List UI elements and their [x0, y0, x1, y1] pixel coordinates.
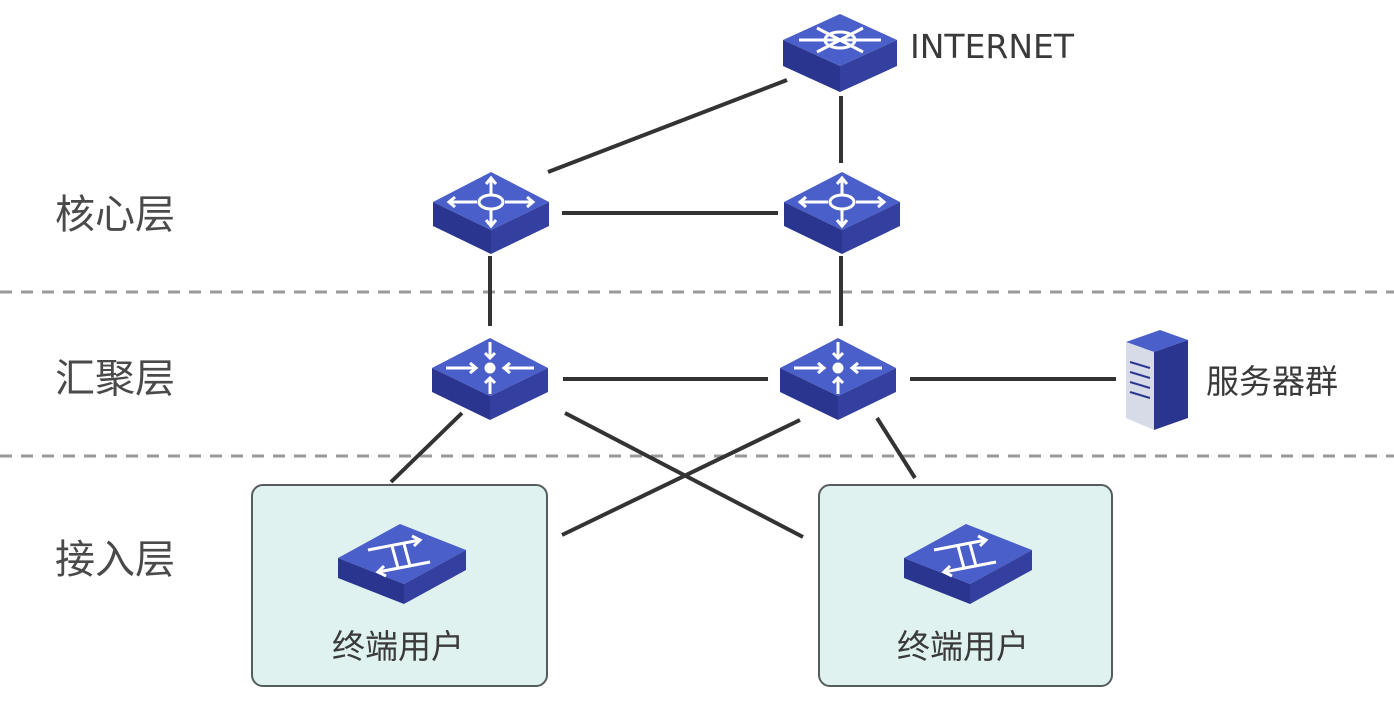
aggregation-switch-left-icon	[432, 338, 548, 420]
link-agg-right-access-left	[561, 418, 801, 537]
server-group-label: 服务器群	[1206, 362, 1338, 401]
link-agg-right-access-right	[875, 416, 917, 480]
access-layer-label: 接入层	[55, 537, 175, 583]
internet-label: INTERNET	[910, 27, 1075, 66]
server-tower-icon	[1126, 330, 1188, 430]
aggregation-layer-label: 汇聚层	[55, 356, 175, 402]
end-user-label-right: 终端用户	[897, 627, 1029, 666]
core-layer-label: 核心层	[55, 192, 175, 238]
core-router-left-icon	[433, 172, 549, 254]
access-switch-right-icon	[904, 524, 1032, 604]
core-router-right-icon	[784, 172, 900, 254]
access-switch-left-icon	[338, 524, 466, 604]
link-agg-left-access-left	[389, 411, 464, 484]
link-internet-core-left	[547, 78, 788, 174]
end-user-label-left: 终端用户	[332, 627, 464, 666]
internet-router-icon	[783, 14, 897, 92]
aggregation-switch-right-icon	[780, 338, 896, 420]
